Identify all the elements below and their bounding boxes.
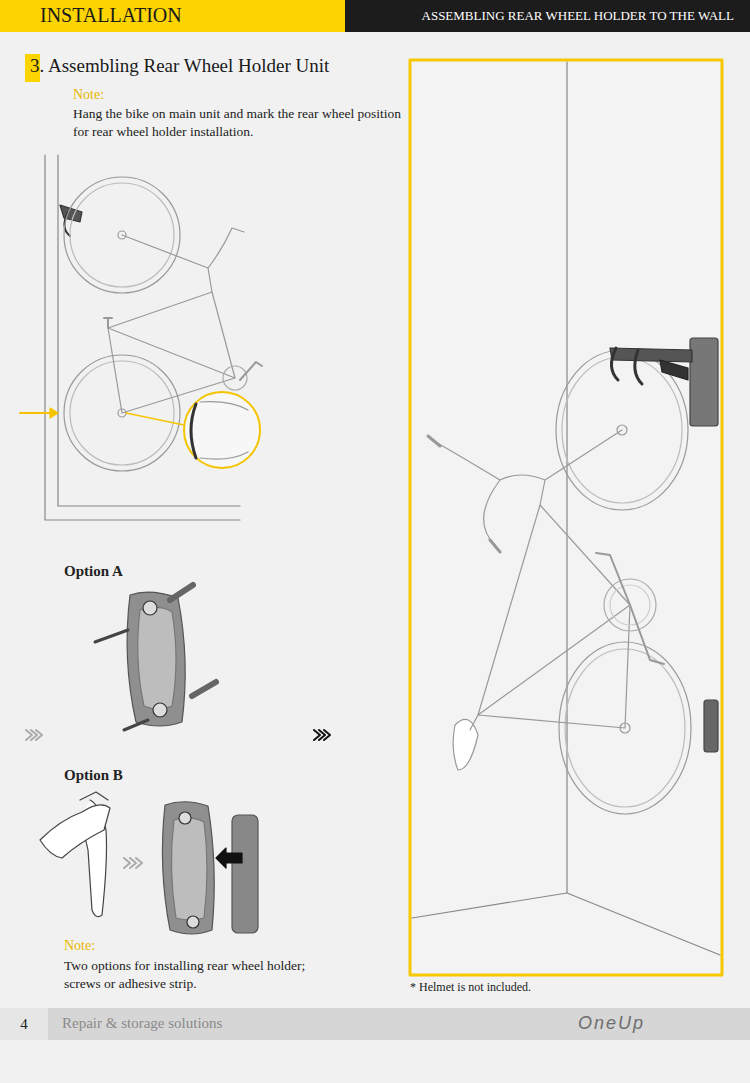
brand-logo: OneUp: [578, 1013, 645, 1034]
note-heading: Note:: [64, 938, 95, 954]
note-text: Hang the bike on main unit and mark the …: [73, 105, 403, 141]
page-number: 4: [0, 1008, 48, 1040]
section-header: INSTALLATION: [40, 4, 182, 27]
header-band: INSTALLATION: [0, 0, 345, 32]
header-band: ASSEMBLING REAR WHEEL HOLDER TO THE WALL: [345, 0, 750, 32]
footer-tagline: Repair & storage solutions: [62, 1015, 222, 1032]
option-heading: Option B: [64, 767, 123, 784]
section-subheader: ASSEMBLING REAR WHEEL HOLDER TO THE WALL: [422, 8, 734, 24]
note-heading: Note:: [73, 87, 104, 103]
footnote: * Helmet is not included.: [410, 980, 531, 995]
section-title: 3. Assembling Rear Wheel Holder Unit: [30, 55, 329, 77]
footer-band: 4 Repair & storage solutions OneUp: [0, 1008, 750, 1040]
note-text: Two options for installing rear wheel ho…: [64, 957, 314, 993]
option-heading: Option A: [64, 563, 123, 580]
